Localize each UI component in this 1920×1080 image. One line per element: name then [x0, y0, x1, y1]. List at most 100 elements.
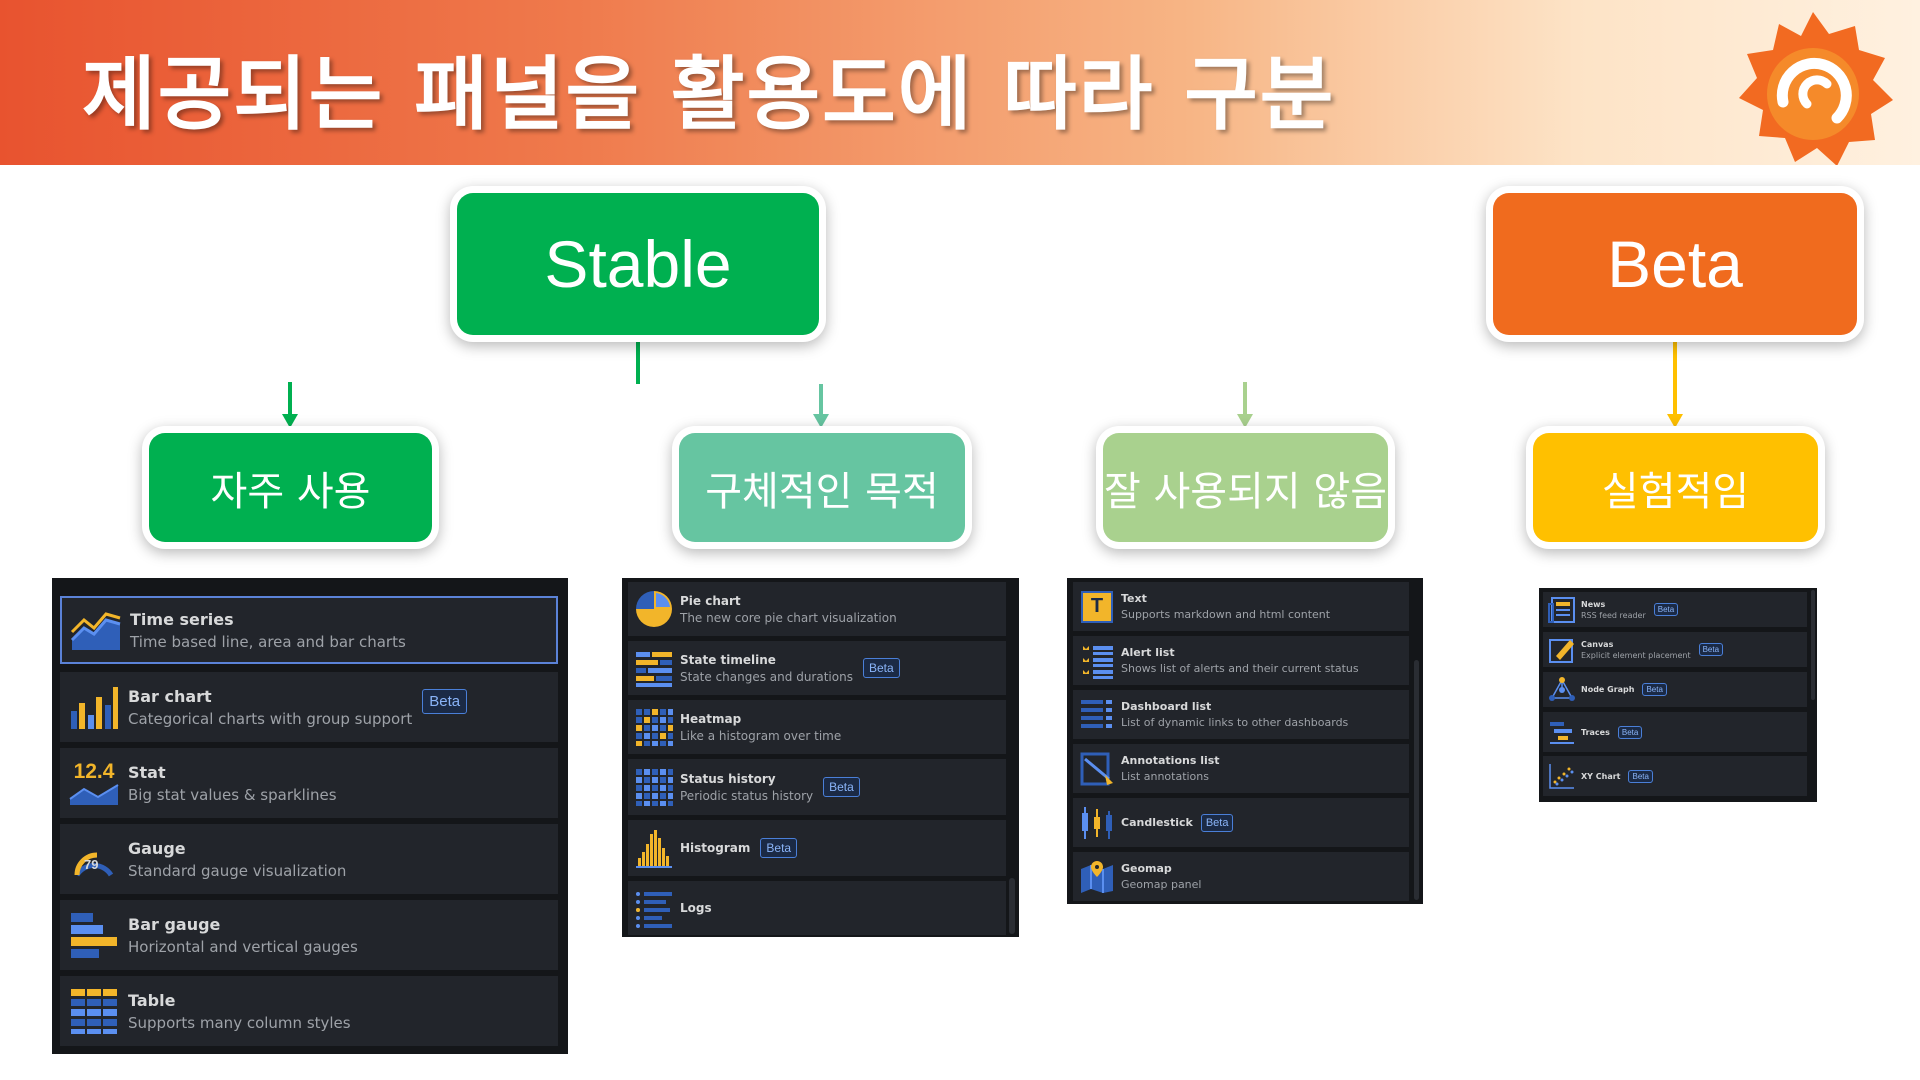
beta-badge: Beta — [1642, 683, 1667, 696]
panel-item-pie-chart[interactable]: Pie chart The new core pie chart visuali… — [628, 582, 1006, 636]
panel-item-dashboard-list[interactable]: Dashboard list List of dynamic links to … — [1073, 690, 1409, 739]
panel-item-alert-list[interactable]: Alert list Shows list of alerts and thei… — [1073, 636, 1409, 685]
panel-item-desc: Standard gauge visualization — [128, 861, 347, 880]
panel-item-node-graph[interactable]: Node Graph Beta — [1543, 672, 1807, 707]
panel-item-desc: Like a histogram over time — [680, 728, 842, 743]
panel-item-geomap[interactable]: Geomap Geomap panel — [1073, 852, 1409, 901]
bar-chart-icon — [66, 679, 122, 735]
panel-item-text[interactable]: T Text Supports markdown and html conten… — [1073, 582, 1409, 631]
panel-item-title: Geomap — [1121, 862, 1172, 875]
panel-item-title: Text — [1121, 592, 1147, 605]
experimental-box: 실험적임 — [1533, 433, 1818, 542]
specific-label: 구체적인 목적 — [705, 468, 939, 515]
panel-scrollbar[interactable] — [1414, 660, 1419, 900]
alert-list-icon — [1077, 641, 1117, 681]
panel-item-desc: Time based line, area and bar charts — [130, 632, 406, 651]
panel-item-title: Gauge — [128, 838, 186, 858]
experimental-label: 실험적임 — [1601, 468, 1750, 515]
frequent-panel-list: Time series Time based line, area and ba… — [52, 578, 568, 1054]
node-graph-icon — [1547, 675, 1577, 705]
panel-item-desc: Supports markdown and html content — [1121, 608, 1331, 621]
beta-badge: Beta — [1653, 603, 1679, 616]
text-icon: T — [1077, 587, 1117, 627]
logs-icon — [632, 886, 676, 930]
panel-item-heatmap[interactable]: Heatmap Like a histogram over time — [628, 700, 1006, 754]
text-icon-letter: T — [1090, 595, 1104, 617]
panel-item-title: Pie chart — [680, 593, 741, 608]
panel-scrollbar[interactable] — [1811, 590, 1815, 700]
panel-item-table[interactable]: Table Supports many column styles — [60, 976, 558, 1046]
specific-box: 구체적인 목적 — [679, 433, 965, 542]
panel-item-bar-gauge[interactable]: Bar gauge Horizontal and vertical gauges — [60, 900, 558, 970]
panel-item-title: Table — [128, 990, 176, 1010]
panel-item-title: Alert list — [1121, 646, 1175, 659]
beta-badge: Beta — [1617, 725, 1643, 739]
panel-item-desc: Big stat values & sparklines — [128, 785, 337, 804]
panel-item-desc: Geomap panel — [1121, 878, 1202, 891]
news-icon — [1547, 595, 1577, 625]
panel-item-bar-chart[interactable]: Bar chart Categorical charts with group … — [60, 672, 558, 742]
panel-item-title: State timeline — [680, 652, 776, 667]
panel-item-desc: RSS feed reader — [1581, 610, 1646, 620]
panel-item-desc: Horizontal and vertical gauges — [128, 937, 358, 956]
panel-item-histogram[interactable]: Histogram Beta — [628, 820, 1006, 876]
panel-item-status-history[interactable]: Status history Periodic status history B… — [628, 759, 1006, 815]
panel-item-desc: List of dynamic links to other dashboard… — [1121, 716, 1349, 729]
panel-item-news[interactable]: News RSS feed reader Beta — [1543, 592, 1807, 627]
panel-scrollbar[interactable] — [1009, 878, 1015, 934]
panel-item-state-timeline[interactable]: State timeline State changes and duratio… — [628, 641, 1006, 695]
panel-item-annotations-list[interactable]: Annotations list List annotations — [1073, 744, 1409, 793]
panel-item-title: Node Graph — [1581, 685, 1635, 694]
heatmap-icon — [632, 705, 676, 749]
panel-item-title: Time series — [130, 609, 234, 629]
beta-badge: Beta — [823, 777, 860, 797]
panel-item-title: Histogram — [680, 841, 751, 855]
rare-label: 잘 사용되지 않음 — [1103, 468, 1388, 515]
beta-badge: Beta — [760, 838, 798, 858]
rare-box: 잘 사용되지 않음 — [1103, 433, 1388, 542]
frequent-box: 자주 사용 — [149, 433, 432, 542]
panel-item-canvas[interactable]: Canvas Explicit element placement Beta — [1543, 632, 1807, 667]
panel-item-title: Heatmap — [680, 711, 742, 726]
annotations-list-icon — [1077, 749, 1117, 789]
panel-item-traces[interactable]: Traces Beta — [1543, 712, 1807, 752]
stable-label: Stable — [544, 227, 732, 301]
candlestick-icon — [1077, 803, 1117, 843]
panel-item-desc: Categorical charts with group support — [128, 709, 413, 728]
panel-item-gauge[interactable]: 79 Gauge Standard gauge visualization — [60, 824, 558, 894]
panel-item-desc: Shows list of alerts and their current s… — [1121, 662, 1359, 675]
stable-box: Stable — [457, 193, 819, 335]
panel-item-title: Stat — [128, 762, 166, 782]
panel-item-desc: Supports many column styles — [128, 1013, 351, 1032]
stat-icon-value: 12.4 — [73, 760, 115, 783]
traces-icon — [1547, 717, 1577, 747]
panel-item-desc: List annotations — [1121, 770, 1209, 783]
panel-item-title: Logs — [680, 901, 712, 915]
panel-item-desc: State changes and durations — [680, 669, 853, 684]
panel-item-title: Candlestick — [1121, 816, 1193, 829]
stat-icon: 12.4 — [66, 755, 122, 811]
dashboard-list-icon — [1077, 695, 1117, 735]
xy-chart-icon — [1547, 761, 1577, 791]
panel-item-logs[interactable]: Logs — [628, 881, 1006, 935]
panel-item-title: News — [1581, 599, 1606, 609]
panel-item-stat[interactable]: 12.4 Stat Big stat values & sparklines — [60, 748, 558, 818]
status-history-icon — [632, 765, 676, 809]
panel-item-title: XY Chart — [1581, 771, 1621, 781]
table-icon — [66, 983, 122, 1039]
panel-item-title: Bar gauge — [128, 914, 221, 934]
panel-item-desc: Periodic status history — [680, 788, 814, 803]
bar-gauge-icon — [66, 907, 122, 963]
panel-item-time-series[interactable]: Time series Time based line, area and ba… — [60, 596, 558, 664]
beta-badge: Beta — [1698, 643, 1724, 656]
gauge-icon: 79 — [66, 831, 122, 887]
gauge-icon-value: 79 — [84, 857, 99, 872]
panel-item-xy-chart[interactable]: XY Chart Beta — [1543, 756, 1807, 796]
panel-item-desc: The new core pie chart visualization — [680, 610, 897, 625]
page-title: 제공되는 패널을 활용도에 따라 구분 — [82, 48, 1336, 141]
canvas-icon — [1547, 635, 1577, 665]
grafana-logo-icon — [1739, 12, 1893, 165]
beta-badge: Beta — [862, 658, 900, 678]
panel-item-candlestick[interactable]: Candlestick Beta — [1073, 798, 1409, 847]
